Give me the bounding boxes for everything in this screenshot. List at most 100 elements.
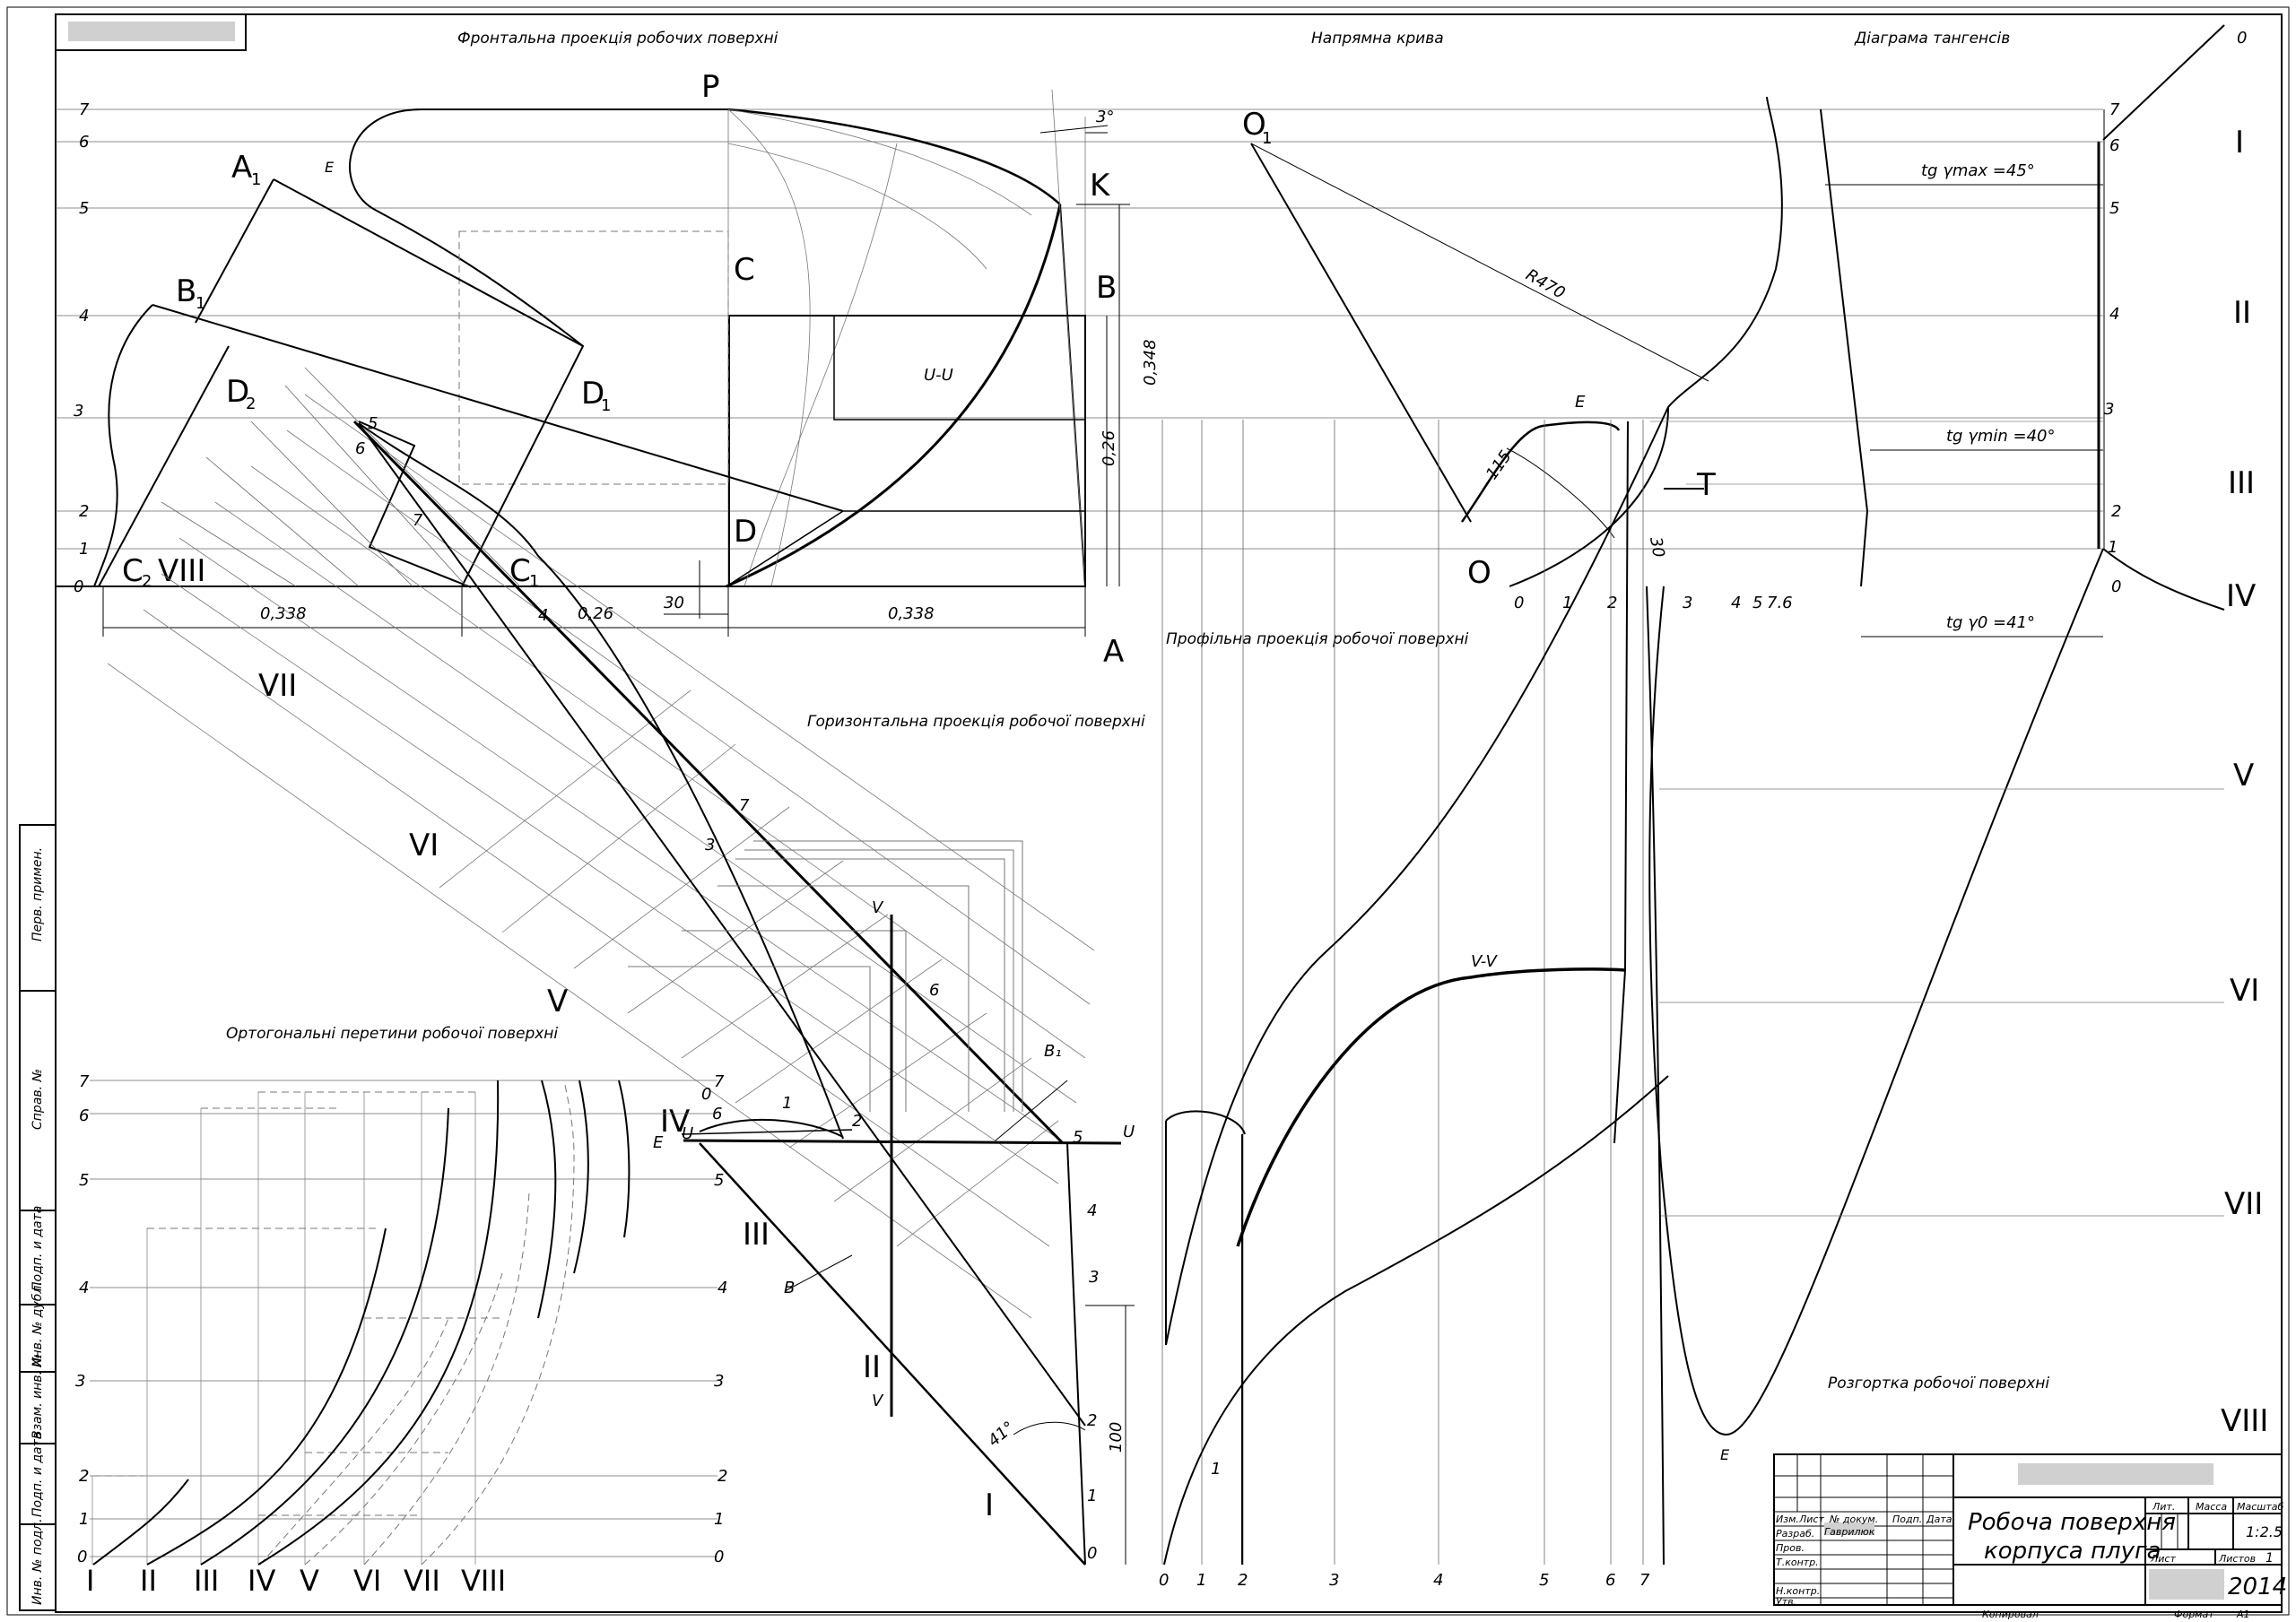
horiz-num-1b: 1 xyxy=(1087,1487,1097,1505)
tb-col-podp: Подп. xyxy=(1892,1514,1922,1525)
point-B1-sub: 1 xyxy=(196,294,205,313)
right-roman-VII: VII xyxy=(2224,1186,2263,1222)
side-stamp xyxy=(19,824,57,1611)
ortho-level-r7: 7 xyxy=(714,1072,725,1091)
tang-level-4: 4 xyxy=(2109,305,2119,324)
side-label-2: Справ. № xyxy=(30,1069,45,1130)
ortho-level-3: 3 xyxy=(75,1372,85,1391)
tb-sheets-count: 1 xyxy=(2266,1551,2274,1566)
dim-026-vert: 0,26 xyxy=(1100,430,1118,466)
roman-right: 0 I II III IV V VI VII VIII xyxy=(2221,29,2268,1439)
point-V-top: V xyxy=(872,898,884,917)
horiz-num-0b: 0 xyxy=(1087,1544,1097,1563)
side-stamp-labels: Перв. примен. Справ. № Подп. и дата Инв.… xyxy=(30,847,45,1605)
level-2: 2 xyxy=(79,502,89,521)
ortho-level-6: 6 xyxy=(79,1106,89,1125)
dim-R470: R470 xyxy=(1523,265,1569,303)
point-C2: C xyxy=(122,553,144,589)
tb-row-prov: Пров. xyxy=(1776,1542,1805,1554)
front-num-6: 6 xyxy=(355,439,365,458)
right-roman-II: II xyxy=(2233,295,2251,331)
horiz-num-3: 3 xyxy=(705,836,715,854)
horiz-roman-IV: IV xyxy=(660,1104,690,1140)
orthogonal-sections xyxy=(90,1080,718,1566)
point-C2-sub: 2 xyxy=(142,572,152,591)
front-dim-labels: 3° 0,338 0,26 30 0,338 0,348 0,26 U-U 5 … xyxy=(260,108,1160,625)
surface-development xyxy=(1648,548,2224,1436)
bottom-roman-V: V xyxy=(300,1564,319,1598)
guide-dim-labels: R470 115 30 E 0 1 2 3 4 5 7.6 xyxy=(1483,265,1793,612)
right-roman-III: III xyxy=(2228,465,2255,501)
point-B-small: B xyxy=(784,1279,795,1297)
point-D1-sub: 1 xyxy=(601,396,611,415)
point-O: O xyxy=(1467,555,1492,591)
profile-axis-5: 5 xyxy=(1539,1571,1549,1590)
drawing-title-line2: корпуса плуга xyxy=(1984,1538,2161,1565)
tang-level-0: 0 xyxy=(2111,577,2121,596)
point-E-development: E xyxy=(1720,1446,1730,1463)
horiz-num-2: 2 xyxy=(852,1112,862,1131)
tb-col-izm: Изм. xyxy=(1776,1514,1799,1525)
bottom-roman-IV: IV xyxy=(248,1564,275,1598)
point-D2: D xyxy=(226,374,249,410)
point-D1: D xyxy=(581,376,604,412)
front-num-7: 7 xyxy=(413,511,423,530)
horiz-num-7: 7 xyxy=(739,796,750,815)
dim-angle-3: 3° xyxy=(1096,108,1114,126)
profile-axis-4: 4 xyxy=(1433,1571,1443,1590)
horiz-roman-III: III xyxy=(743,1217,770,1253)
drawing-frame xyxy=(6,6,2290,1616)
section-VV: V-V xyxy=(1471,952,1499,971)
guide-curve xyxy=(1250,96,2103,587)
orthogonal-roman-bottom: I II III IV V VI VII VIII xyxy=(86,1564,506,1598)
profile-axis-1: 1 xyxy=(1196,1571,1206,1590)
front-labels: P K C B D A A 1 B 1 D 1 D 2 C 1 C 2 VIII… xyxy=(122,69,1124,670)
tb-scale-label: Масштаб xyxy=(2237,1501,2283,1513)
point-B: B xyxy=(1096,270,1117,306)
title-block-text: Робоча поверхня корпуса плуга Изм. Лист … xyxy=(1776,1501,2287,1620)
dim-0338-left: 0,338 xyxy=(260,604,307,623)
bottom-roman-VI: VI xyxy=(353,1564,381,1598)
tb-format: Формат xyxy=(2174,1609,2214,1620)
tb-copied: Копировал xyxy=(1982,1609,2039,1620)
bottom-roman-VII: VII xyxy=(404,1564,440,1598)
dim-115: 115 xyxy=(1483,447,1516,483)
point-O1-sub: 1 xyxy=(1262,129,1272,148)
bottom-roman-VIII: VIII xyxy=(461,1564,506,1598)
bottom-roman-II: II xyxy=(140,1564,157,1598)
ortho-level-5: 5 xyxy=(79,1171,89,1190)
dim-30: 30 xyxy=(664,594,684,612)
point-U-right: U xyxy=(1123,1123,1135,1141)
horiz-num-0top: 0 xyxy=(701,1085,711,1104)
title-horizontal-projection: Горизонтальна проекція робочої поверхні xyxy=(807,713,1145,731)
level-3: 3 xyxy=(74,402,83,421)
side-label-1: Перв. примен. xyxy=(30,847,45,941)
horizontal-projection xyxy=(107,394,1135,1566)
orthogonal-level-left: 7 6 5 4 3 2 1 0 7 5 4 3 2 1 0 xyxy=(75,1072,727,1566)
dim-100: 100 xyxy=(1107,1422,1126,1453)
tb-col-list: Лист xyxy=(1798,1514,1824,1525)
dim-angle-41: 41° xyxy=(985,1418,1019,1451)
front-dimensions xyxy=(102,204,1130,637)
profile-axis-7: 7 xyxy=(1639,1571,1650,1590)
point-O1: O xyxy=(1242,107,1266,143)
tang-level-5: 5 xyxy=(2109,199,2119,218)
horizontal-labels: VII VI V IV III II I xyxy=(258,668,994,1523)
section-UU: U-U xyxy=(924,366,953,385)
guide-axis-2: 2 xyxy=(1607,594,1617,612)
horiz-roman-I: I xyxy=(985,1488,994,1523)
guide-axis-4: 4 xyxy=(1731,594,1741,612)
tb-sheets: Листов xyxy=(2218,1553,2256,1565)
point-E-horizontal: E xyxy=(653,1133,664,1152)
tb-sheet: Лист xyxy=(2150,1553,2176,1565)
tang-level-6: 6 xyxy=(2109,136,2119,155)
level-4: 4 xyxy=(79,307,89,325)
top-left-stamp xyxy=(55,13,247,51)
bottom-roman-III: III xyxy=(194,1564,219,1598)
horiz-num-6top: 6 xyxy=(712,1105,722,1123)
ortho-level-r2: 2 xyxy=(718,1467,727,1486)
point-B1: B xyxy=(176,273,196,309)
tang-level-1: 1 xyxy=(2108,538,2118,557)
tg-min: tg γmin =40° xyxy=(1946,427,2056,446)
tb-row-tkontr: Т.контр. xyxy=(1776,1557,1819,1568)
